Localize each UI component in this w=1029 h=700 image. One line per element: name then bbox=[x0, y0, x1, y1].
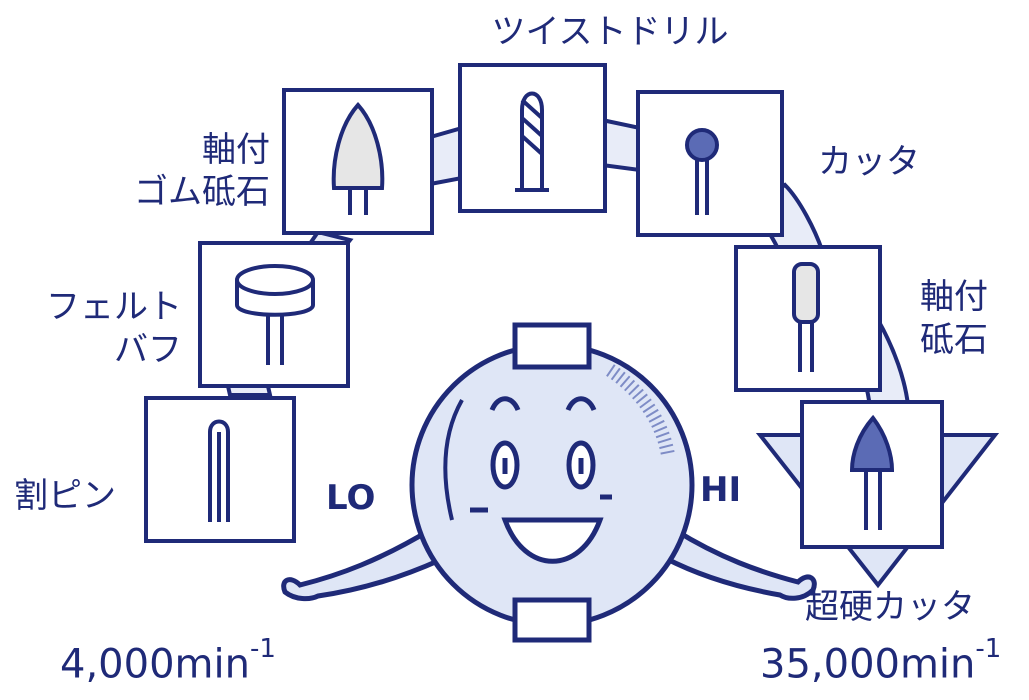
speed-low: 4,000min-1 bbox=[60, 634, 276, 688]
speed-high-unit: min bbox=[899, 641, 976, 688]
lo-arc bbox=[443, 399, 464, 521]
label-split-pin: 割ピン bbox=[14, 476, 116, 516]
speed-low-exp: -1 bbox=[249, 634, 276, 664]
speed-high-exp: -1 bbox=[975, 634, 1002, 664]
carbide-cutter-icon bbox=[849, 414, 895, 530]
split-pin-icon bbox=[208, 419, 230, 522]
left-arm bbox=[281, 526, 444, 602]
label-rubber-grindstone-line1: 軸付 bbox=[202, 130, 270, 170]
tool-box-twist-drill bbox=[458, 63, 607, 213]
label-shaft-grindstone-line2: 砥石 bbox=[920, 320, 988, 360]
rubber-grindstone-icon bbox=[331, 102, 385, 215]
cutter-icon bbox=[685, 128, 719, 215]
label-cutter: カッタ bbox=[818, 142, 920, 182]
right-arm bbox=[661, 526, 817, 601]
tool-box-cutter bbox=[636, 90, 784, 237]
dial-character bbox=[281, 322, 817, 643]
speed-low-unit: min bbox=[174, 641, 250, 688]
felt-buff-icon bbox=[235, 264, 315, 365]
tool-box-split-pin bbox=[144, 396, 296, 543]
label-carbide-cutter: 超硬カッタ bbox=[805, 587, 975, 627]
dial-hi-label: HI bbox=[700, 470, 742, 510]
speed-high-value: 35,000 bbox=[760, 641, 900, 688]
shaft-grindstone-icon bbox=[792, 262, 820, 372]
label-twist-drill: ツイストドリル bbox=[491, 12, 729, 52]
tool-box-carbide-cutter bbox=[800, 400, 944, 549]
label-shaft-grindstone-line1: 軸付 bbox=[920, 277, 988, 317]
tool-box-felt-buff bbox=[198, 241, 350, 388]
tool-box-shaft-grindstone bbox=[734, 245, 882, 392]
speed-high: 35,000min-1 bbox=[760, 634, 1001, 688]
dial-lo-label: LO bbox=[326, 478, 376, 518]
label-felt-buff-line2: バフ bbox=[114, 330, 182, 370]
twist-drill-icon bbox=[515, 91, 549, 192]
label-rubber-grindstone-line2: ゴム砥石 bbox=[134, 172, 270, 212]
tool-box-rubber-grindstone bbox=[282, 88, 434, 235]
speed-low-value: 4,000 bbox=[60, 641, 175, 688]
label-felt-buff-line1: フェルト bbox=[46, 287, 182, 327]
